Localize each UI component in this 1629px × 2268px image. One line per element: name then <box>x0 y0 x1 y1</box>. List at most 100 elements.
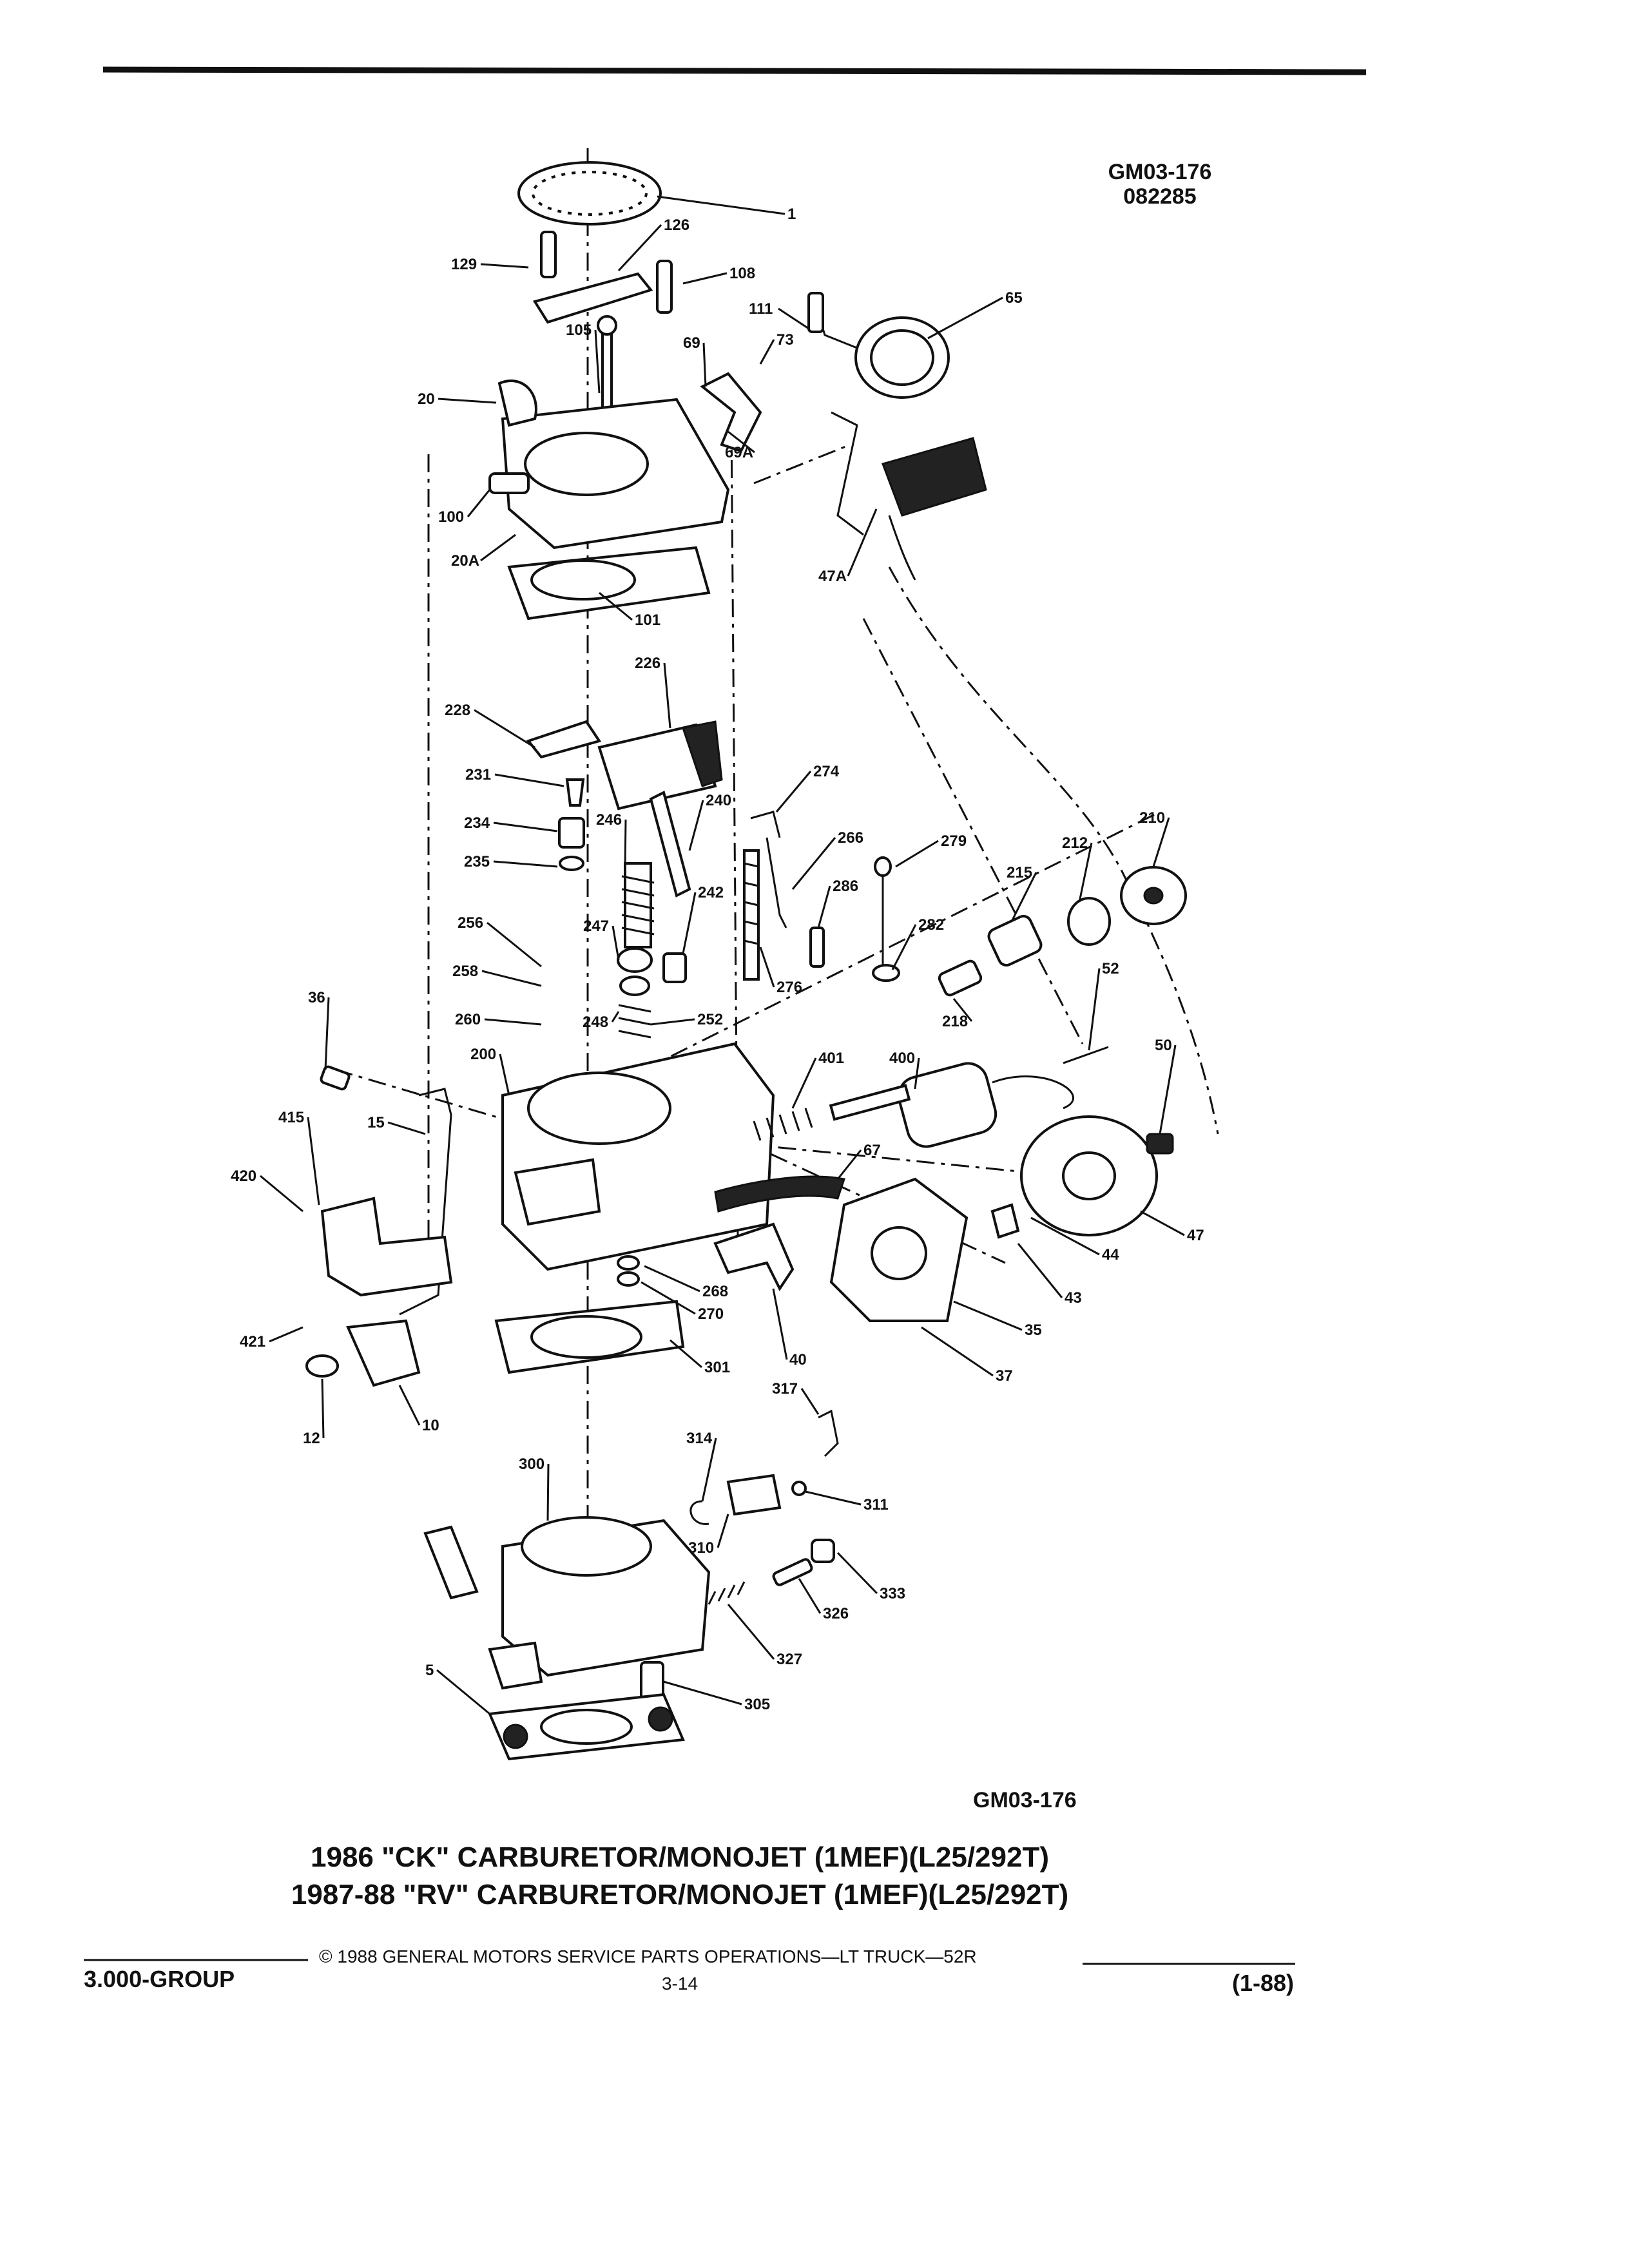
callout-label: 300 <box>519 1456 545 1473</box>
callout-label: 101 <box>635 611 660 629</box>
vacuum-break-part-65 <box>807 292 950 399</box>
callout-leader <box>1140 1210 1185 1236</box>
callout-leader <box>321 1378 325 1439</box>
callout-248: 248 <box>583 1011 620 1031</box>
callout-label: 5 <box>425 1662 434 1679</box>
callout-leader <box>791 1057 817 1109</box>
callout-label: 305 <box>744 1696 770 1713</box>
lever-parts-43-44 <box>990 1203 1020 1239</box>
callout-43: 43 <box>1017 1243 1082 1307</box>
callout-305: 305 <box>663 1680 770 1713</box>
callout-leader <box>307 1117 320 1206</box>
callout-label: 67 <box>863 1142 881 1159</box>
callout-218: 218 <box>942 998 973 1030</box>
callout-label: 20 <box>418 390 435 408</box>
callout-242: 242 <box>682 884 724 954</box>
callout-leader <box>759 947 775 988</box>
callout-label: 240 <box>706 792 731 809</box>
callout-234: 234 <box>464 814 558 832</box>
callout-200: 200 <box>470 1046 510 1096</box>
callout-leader <box>467 489 491 517</box>
callout-400: 400 <box>889 1050 920 1090</box>
callout-leader <box>759 339 775 365</box>
callout-252: 252 <box>650 1011 723 1028</box>
callout-leader <box>670 1339 702 1369</box>
callout-label: 311 <box>863 1496 889 1514</box>
callout-247: 247 <box>583 918 620 961</box>
callout-label: 47 <box>1187 1227 1204 1244</box>
callout-52: 52 <box>1088 960 1119 1051</box>
footer-copyright: © 1988 GENERAL MOTORS SERVICE PARTS OPER… <box>319 1946 977 1966</box>
callout-69a: 69A <box>725 430 755 461</box>
diagram-title-line-1: 1986 "CK" CARBURETOR/MONOJET (1MEF)(L25/… <box>311 1841 1049 1873</box>
callout-label: 69 <box>683 334 700 352</box>
callout-label: 301 <box>704 1359 730 1376</box>
callout-label: 43 <box>1065 1289 1082 1307</box>
callout-leader <box>480 263 529 269</box>
pump-parts-274-266-276 <box>743 811 787 981</box>
callout-leader <box>594 329 601 394</box>
callout-label: 215 <box>1007 864 1032 881</box>
callout-310: 310 <box>688 1514 729 1557</box>
callout-286: 286 <box>817 878 858 928</box>
choke-cover-part-47 <box>1020 1115 1174 1236</box>
callout-leader <box>650 1018 695 1026</box>
callout-label: 65 <box>1005 289 1023 307</box>
parts-12-10 <box>305 1319 421 1387</box>
callout-327: 327 <box>727 1604 802 1668</box>
callout-leader <box>895 840 939 868</box>
callout-label: 268 <box>702 1283 728 1300</box>
callout-label: 246 <box>596 811 622 829</box>
callout-314: 314 <box>686 1430 717 1502</box>
callout-276: 276 <box>759 947 802 996</box>
callout-leader <box>1088 968 1101 1051</box>
callout-228: 228 <box>445 702 535 749</box>
callout-leader <box>663 1680 742 1706</box>
callout-label: 327 <box>776 1651 802 1668</box>
callout-268: 268 <box>644 1265 728 1300</box>
callout-leader <box>778 307 809 330</box>
callout-label: 256 <box>458 914 483 932</box>
callout-36: 36 <box>308 989 330 1070</box>
callout-label: 44 <box>1102 1246 1119 1264</box>
top-rule <box>102 66 1367 75</box>
fuel-inlet-parts-218-215-212-210 <box>938 866 1187 997</box>
callout-215: 215 <box>1007 864 1037 922</box>
callout-leader <box>260 1175 304 1213</box>
screw-part-52 <box>1063 1046 1109 1064</box>
callout-label: 401 <box>818 1050 844 1067</box>
callout-leader <box>952 998 973 1022</box>
callout-label: 20A <box>451 552 479 570</box>
callout-leader <box>481 970 542 987</box>
callout-leader <box>1159 1044 1177 1135</box>
callout-67: 67 <box>836 1142 881 1180</box>
callout-420: 420 <box>231 1168 304 1213</box>
callout-label: 270 <box>698 1305 724 1323</box>
callout-leader <box>682 892 697 954</box>
callout-401: 401 <box>791 1050 844 1109</box>
callout-label: 326 <box>823 1605 849 1622</box>
callout-label: 286 <box>833 878 858 895</box>
callout-label: 247 <box>583 918 609 935</box>
callout-label: 212 <box>1062 834 1088 852</box>
callout-333: 333 <box>836 1552 905 1602</box>
callout-leader <box>847 508 878 577</box>
callout-label: 1 <box>787 206 796 223</box>
hose-part-67 <box>714 1175 845 1213</box>
callout-leader <box>438 398 497 404</box>
callout-leader <box>1152 817 1170 867</box>
air-horn-part-20 <box>488 380 730 550</box>
callout-37: 37 <box>921 1326 1013 1385</box>
callout-label: 415 <box>278 1109 304 1126</box>
callout-leader <box>612 925 620 961</box>
callout-111: 111 <box>749 300 809 330</box>
callout-label: 105 <box>566 322 592 339</box>
callout-leader <box>891 924 917 970</box>
callout-label: 228 <box>445 702 470 719</box>
callout-leader <box>484 1018 542 1026</box>
callout-label: 266 <box>838 829 863 847</box>
choke-rod-parts-15-415 <box>320 1088 453 1316</box>
callout-leader <box>728 430 755 454</box>
callout-label: 73 <box>776 331 794 349</box>
callout-label: 252 <box>697 1011 723 1028</box>
